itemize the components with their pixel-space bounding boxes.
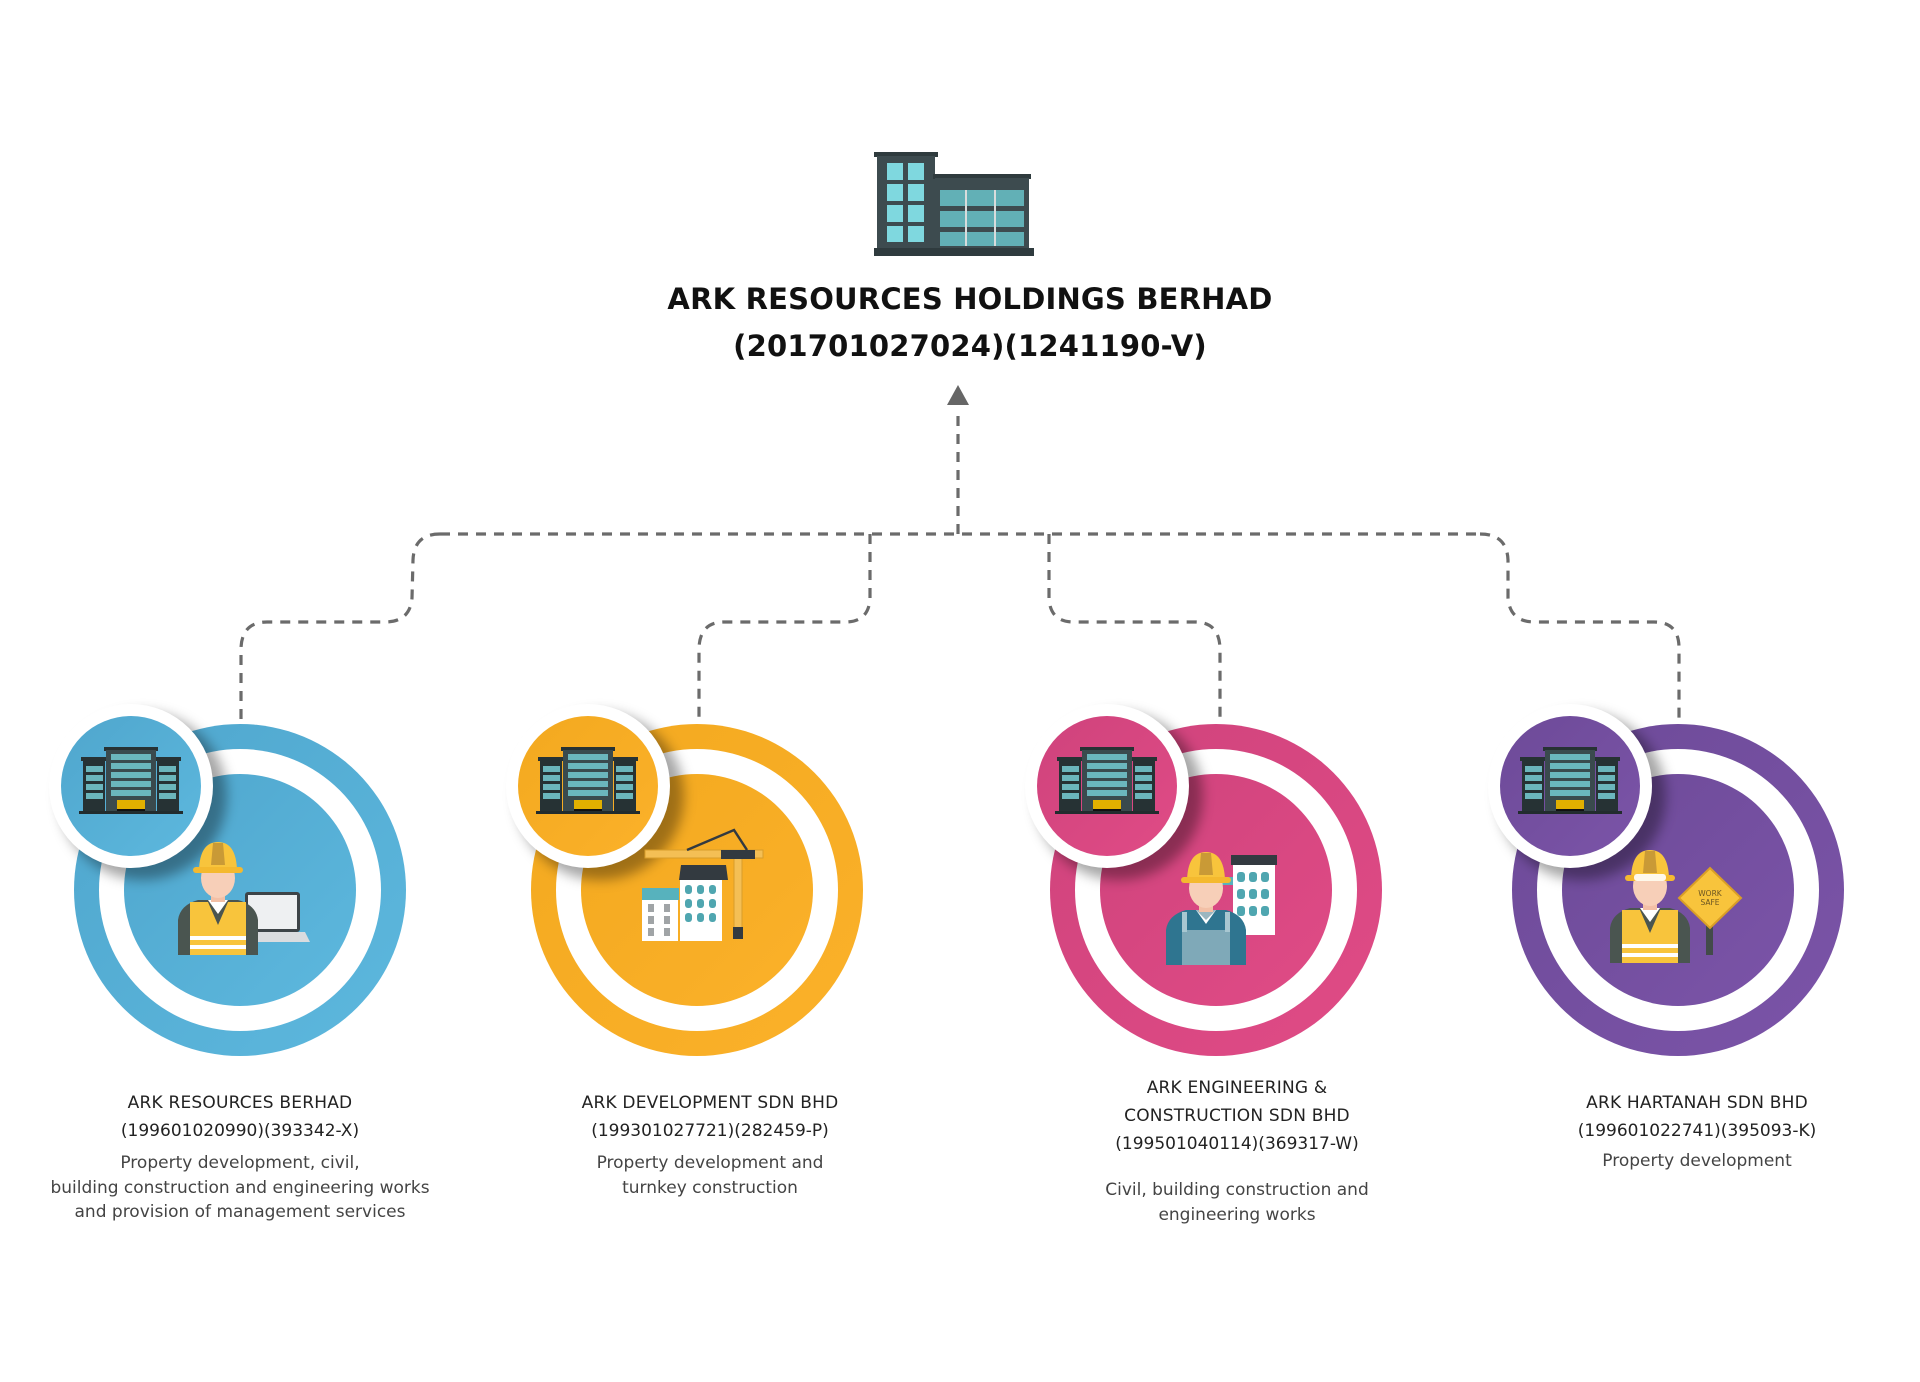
parent-company: ARK RESOURCES HOLDINGS BERHAD (201701027… <box>560 276 1380 370</box>
description-line: and provision of management services <box>74 1202 406 1222</box>
crane-icon <box>644 828 764 939</box>
subsidiary-name: ARK ENGINEERING & <box>1146 1078 1328 1098</box>
parent-company-name: ARK RESOURCES HOLDINGS BERHAD <box>667 282 1273 316</box>
subsidiary-badge-ark-engineering <box>1025 704 1382 1056</box>
subsidiary-name: ARK HARTANAH SDN BHD <box>1586 1093 1808 1113</box>
subsidiary-name: ARK DEVELOPMENT SDN BHD <box>581 1093 839 1113</box>
description-line: Property development <box>1602 1151 1792 1171</box>
subsidiary-description: Property development <box>1457 1149 1920 1174</box>
office-building-icon <box>536 747 640 814</box>
worker-icon <box>1166 852 1246 965</box>
apartment-building-icon <box>642 865 728 941</box>
subsidiary-description: Property development, civil, building co… <box>0 1151 480 1225</box>
worker-icon <box>178 842 258 955</box>
description-line: building construction and engineering wo… <box>50 1177 430 1198</box>
connector-to-ark-hartanah <box>1479 532 1681 722</box>
subsidiary-ark-engineering: ARK ENGINEERING & CONSTRUCTION SDN BHD (… <box>997 1074 1477 1227</box>
subsidiary-badge-ark-development <box>506 704 863 1056</box>
subsidiary-name: ARK RESOURCES BERHAD <box>127 1093 353 1113</box>
arrow-up-icon <box>947 385 969 405</box>
subsidiary-badge-ark-resources <box>49 704 406 1056</box>
subsidiary-ark-hartanah: ARK HARTANAH SDN BHD (199601022741)(3950… <box>1457 1089 1920 1174</box>
connector-lines <box>239 408 1681 724</box>
worker-icon <box>1610 850 1690 963</box>
office-building-icon <box>1518 747 1622 814</box>
parent-building-icon <box>874 152 1034 256</box>
subsidiary-description: Civil, building construction and enginee… <box>997 1178 1477 1227</box>
office-building-icon <box>79 747 183 814</box>
sign-text: WORK <box>1698 889 1723 898</box>
subsidiary-registration: (199601020990)(393342-X) <box>120 1121 360 1141</box>
subsidiary-registration: (199301027721)(282459-P) <box>591 1121 829 1141</box>
description-line: engineering works <box>1158 1204 1316 1225</box>
connector-to-ark-engineering <box>1047 534 1222 722</box>
connector-to-ark-resources <box>239 532 441 724</box>
description-line: Civil, building construction and <box>1105 1180 1369 1200</box>
subsidiary-description: Property development and turnkey constru… <box>470 1151 950 1200</box>
subsidiary-ark-development: ARK DEVELOPMENT SDN BHD (199301027721)(2… <box>470 1089 950 1200</box>
subsidiary-ark-resources: ARK RESOURCES BERHAD (199601020990)(3933… <box>0 1089 480 1225</box>
subsidiary-registration: (199601022741)(395093-K) <box>1577 1121 1817 1141</box>
subsidiary-registration: (199501040114)(369317-W) <box>1115 1134 1359 1154</box>
office-building-icon <box>1055 747 1159 814</box>
sign-text: SAFE <box>1700 898 1719 907</box>
description-line: Property development, civil, <box>120 1153 360 1173</box>
description-line: Property development and <box>596 1153 824 1173</box>
description-line: turnkey construction <box>622 1177 798 1198</box>
connector-to-ark-development <box>697 534 872 722</box>
parent-company-registration: (201701027024)(1241190-V) <box>733 329 1207 363</box>
subsidiary-name: CONSTRUCTION SDN BHD <box>1124 1106 1350 1126</box>
